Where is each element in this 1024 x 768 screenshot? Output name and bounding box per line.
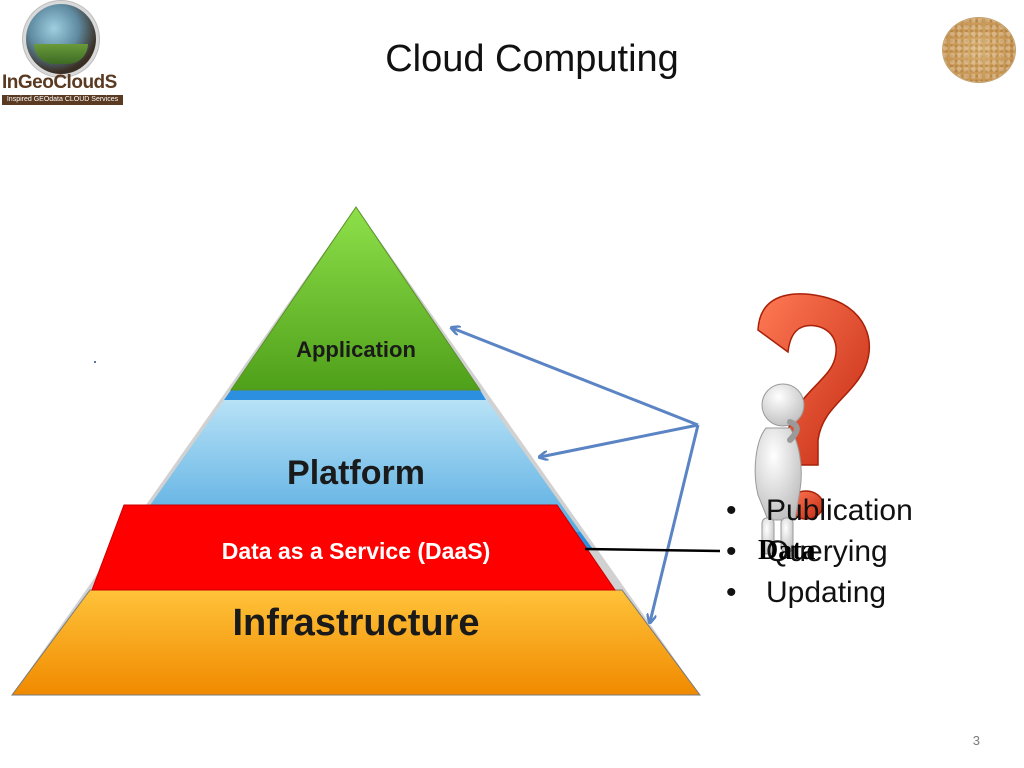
label-platform: Platform	[287, 454, 425, 492]
slide-title: Cloud Computing	[385, 38, 679, 80]
label-application: Application	[296, 337, 416, 362]
data-label: Data	[758, 535, 816, 566]
label-daas: Data as a Service (DaaS)	[222, 538, 491, 564]
layer-daas	[91, 504, 616, 591]
logo-name: InGeoCloudS	[2, 72, 117, 93]
sand-texture-icon	[943, 18, 1015, 82]
layer-platform-band	[224, 390, 486, 400]
bullet-publication: Publication	[726, 490, 986, 531]
layer-application	[230, 206, 481, 391]
arrow-to-infrastructure	[650, 424, 700, 622]
stray-dot	[94, 361, 96, 363]
daas-connector-line	[584, 547, 721, 553]
logo-tagline: Inspired GEOdata CLOUD Services	[2, 95, 123, 105]
bullet-querying: Querying	[726, 531, 986, 572]
page-number: 3	[972, 733, 980, 748]
arrow-to-application	[452, 328, 699, 427]
operations-bullet-list: Publication Querying Updating	[726, 490, 986, 613]
label-infrastructure: Infrastructure	[232, 602, 479, 644]
arrow-to-platform	[540, 423, 699, 457]
logo-ground-shape	[34, 44, 88, 64]
bullet-updating: Updating	[726, 572, 986, 613]
